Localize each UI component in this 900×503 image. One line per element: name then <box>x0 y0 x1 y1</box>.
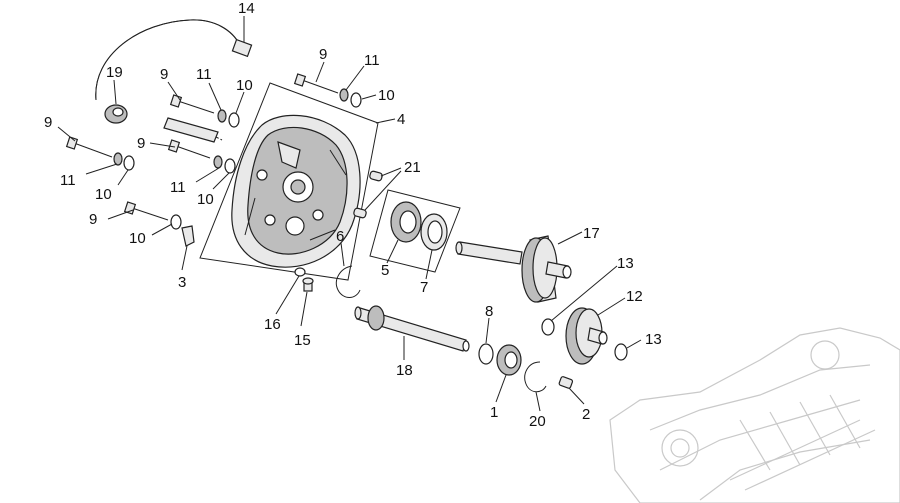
callout-10: 10 <box>129 230 146 247</box>
callout-11: 11 <box>170 179 186 196</box>
callout-9: 9 <box>89 211 97 228</box>
callout-20: 20 <box>529 413 546 430</box>
rubber-cap <box>104 104 128 124</box>
locating-pin <box>558 376 574 389</box>
callout-labels: 14 19 9 11 10 9 11 10 4 9 11 10 9 11 10 … <box>44 0 662 430</box>
callout-10: 10 <box>236 77 253 94</box>
bearing-seal-frame <box>369 189 461 273</box>
main-shaft <box>354 305 470 352</box>
wiring-harness <box>95 19 253 101</box>
callout-9: 9 <box>44 114 52 131</box>
bracket <box>181 225 195 247</box>
callout-10: 10 <box>197 191 214 208</box>
callout-12: 12 <box>626 288 643 305</box>
intermediate-gear <box>565 307 608 365</box>
callout-18: 18 <box>396 362 413 379</box>
callout-21: 21 <box>404 159 421 176</box>
gear-shaft <box>455 235 572 303</box>
transmission-cover <box>231 114 361 268</box>
cover-frame <box>199 82 379 281</box>
callout-15: 15 <box>294 332 311 349</box>
leader-lines <box>57 16 642 412</box>
drain-screw <box>294 267 314 292</box>
callout-17: 17 <box>583 225 600 242</box>
callout-19: 19 <box>106 64 123 81</box>
callout-14: 14 <box>238 0 255 17</box>
callout-13: 13 <box>617 255 634 272</box>
dowel-tube <box>163 117 223 143</box>
circlip <box>335 265 361 298</box>
shaft-bearing <box>496 344 522 376</box>
callout-9: 9 <box>160 66 168 83</box>
callout-6: 6 <box>336 228 344 245</box>
crankcase-outline <box>609 327 900 503</box>
shaft-circlip <box>524 361 547 393</box>
callout-11: 11 <box>60 172 76 189</box>
callout-9: 9 <box>319 46 327 63</box>
callout-4: 4 <box>397 111 405 128</box>
oil-seal <box>420 213 448 251</box>
callout-9: 9 <box>137 135 145 152</box>
shim-washers <box>541 318 628 361</box>
callout-16: 16 <box>264 316 281 333</box>
callout-7: 7 <box>420 279 428 296</box>
callout-1: 1 <box>490 404 498 421</box>
dowel-pins <box>353 170 383 219</box>
callout-3: 3 <box>178 274 186 291</box>
callout-13: 13 <box>645 331 662 348</box>
callout-10: 10 <box>95 186 112 203</box>
callout-11: 11 <box>196 66 212 83</box>
callout-2: 2 <box>582 406 590 423</box>
callout-10: 10 <box>378 87 395 104</box>
bolt-set <box>65 73 362 230</box>
callout-8: 8 <box>485 303 493 320</box>
callout-5: 5 <box>381 262 389 279</box>
bearing <box>390 201 422 243</box>
shaft-washer <box>478 343 494 365</box>
callout-11: 11 <box>364 52 380 69</box>
